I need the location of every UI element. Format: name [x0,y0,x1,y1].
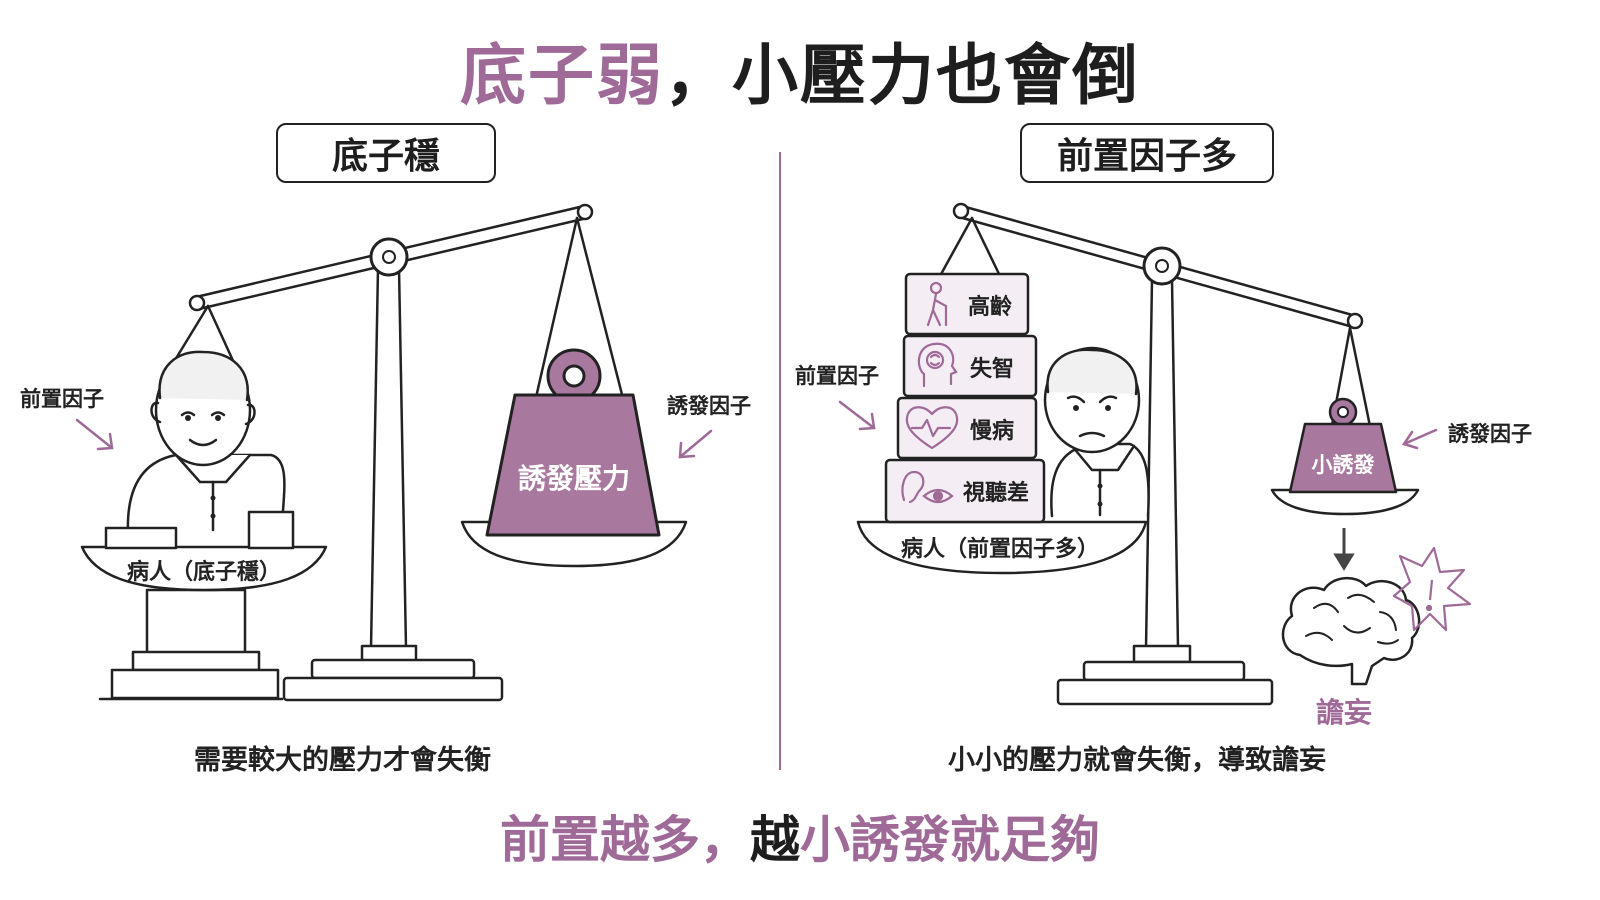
left-panel-label: 底子穩 [276,123,496,183]
footer-part3: 小誘發就足夠 [800,811,1100,869]
left-balance-scale: 誘發壓力 病人（底子穩） [75,203,713,702]
left-arrows [75,418,713,459]
left-weight-label: 誘發壓力 [518,462,630,495]
footer-part2: 越 [750,811,800,869]
factor-block-chronic-illness: 慢病 [896,396,1038,460]
right-balance-scale: 高齡 失智 慢病 視聽差 [838,202,1472,729]
heart-pulse-icon [905,406,959,450]
factor-block-sensory-impairment: 視聽差 [884,458,1046,524]
right-weight-label: 小誘發 [1312,453,1375,477]
ear-eye-icon [901,470,954,504]
title-accent: 底子弱 [460,37,664,114]
elderly-person-icon [926,281,948,327]
right-caption: 小小的壓力就會失衡，導致譫妄 [948,745,1326,776]
title-rest: ，小壓力也會倒 [664,37,1140,114]
alert-burst-icon [1392,546,1472,632]
factor-label-dementia: 失智 [970,356,1014,382]
brain-icon [1281,577,1421,686]
factor-block-dementia: 失智 [902,334,1038,398]
right-patient-label: 病人（前置因子多） [901,536,1099,562]
factor-block-aging: 高齡 [904,272,1030,336]
brain-head-icon [917,342,958,388]
footer-summary: 前置越多，越小誘發就足夠 [0,800,1600,872]
factor-label-aging: 高齡 [968,294,1012,320]
left-patient-label: 病人（底子穩） [127,559,281,585]
factor-label-chronic-illness: 慢病 [970,418,1014,444]
left-trigger-note: 誘發因子 [667,394,751,418]
factor-label-sensory-impairment: 視聽差 [963,480,1029,506]
left-predisposing-note: 前置因子 [20,387,104,411]
outcome-label: 譫妄 [1316,696,1372,729]
right-panel-label: 前置因子多 [1020,123,1274,183]
panel-divider [779,152,781,770]
footer-part1: 前置越多， [500,811,750,869]
left-caption: 需要較大的壓力才會失衡 [194,745,491,776]
right-predisposing-note: 前置因子 [795,364,879,388]
down-arrow [1333,528,1355,571]
page-title: 底子弱，小壓力也會倒 [0,22,1600,118]
right-trigger-note: 誘發因子 [1448,422,1532,446]
right-arrows [838,400,1438,450]
